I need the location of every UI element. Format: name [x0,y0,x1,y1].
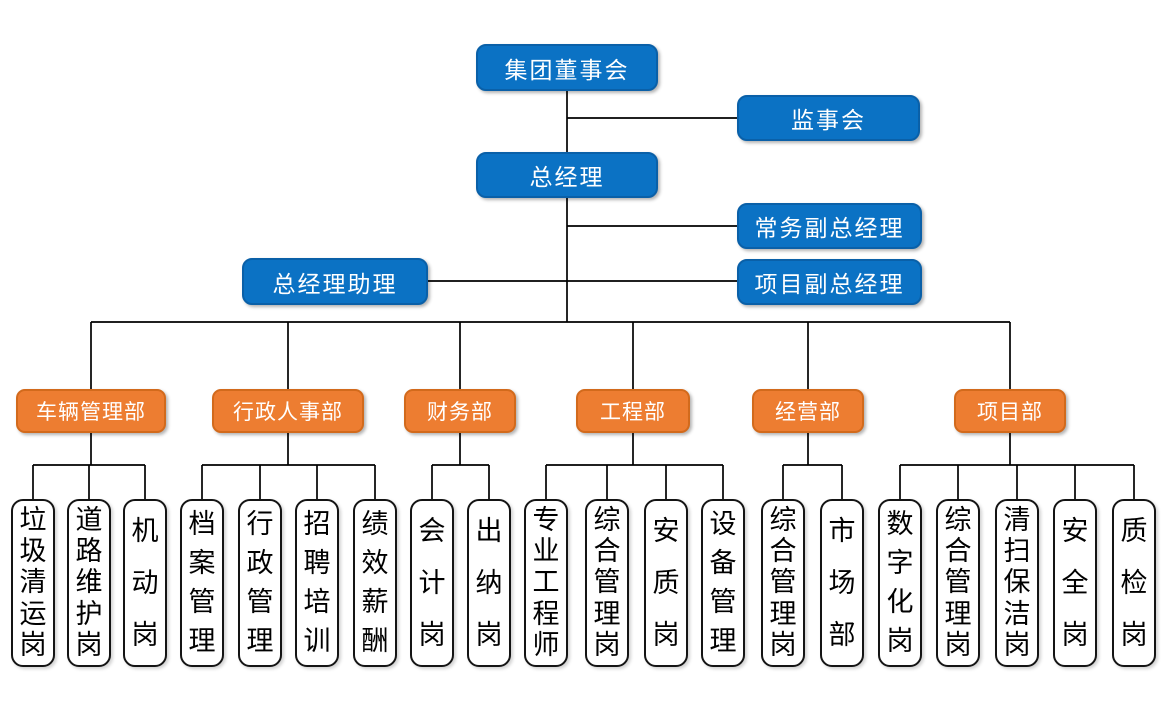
position-box: 综合管理岗 [936,499,980,667]
position-box: 安全岗 [1053,499,1097,667]
node-board: 集团董事会 [476,44,658,91]
position-box: 会计岗 [410,499,454,667]
node-project-deputy-gm: 项目副总经理 [737,259,922,305]
position-box: 招聘培训 [295,499,339,667]
node-gm-assistant: 总经理助理 [242,258,428,305]
position-box: 数字化岗 [878,499,922,667]
position-box: 综合管理岗 [585,499,629,667]
node-dept-operations: 经营部 [752,389,864,433]
position-box: 清扫保洁岗 [995,499,1039,667]
position-box: 质检岗 [1112,499,1156,667]
node-supervisory-board: 监事会 [737,95,920,141]
position-box: 市场部 [820,499,864,667]
position-box: 专业工程师 [524,499,568,667]
position-box: 垃圾清运岗 [11,499,55,667]
position-box: 档案管理 [180,499,224,667]
position-box: 设备管理 [701,499,745,667]
node-dept-project: 项目部 [954,389,1066,433]
position-box: 行政管理 [238,499,282,667]
position-box: 道路维护岗 [67,499,111,667]
position-box: 绩效薪酬 [353,499,397,667]
node-dept-engineering: 工程部 [576,389,690,433]
node-executive-deputy-gm: 常务副总经理 [737,203,922,249]
node-dept-vehicle-management: 车辆管理部 [16,389,166,433]
position-box: 安质岗 [644,499,688,667]
position-box: 出纳岗 [467,499,511,667]
position-box: 机动岗 [123,499,167,667]
node-dept-finance: 财务部 [404,389,516,433]
position-box: 综合管理岗 [761,499,805,667]
node-dept-admin-hr: 行政人事部 [212,389,364,433]
node-general-manager: 总经理 [476,152,658,198]
